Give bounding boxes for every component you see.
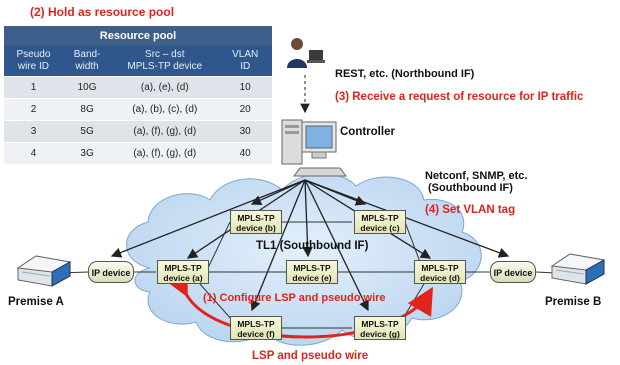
southbound-links <box>110 179 510 312</box>
receive-request-label: (3) Receive a request of resource for IP… <box>335 91 584 103</box>
mpls-device-a: MPLS-TP device (a) <box>152 255 209 284</box>
ip-device-right: IP device <box>490 261 536 283</box>
southbound-label-line1: Netconf, SNMP, etc. <box>425 170 528 182</box>
table-row: 4 3G (a), (f), (g), (d) 40 <box>4 142 272 164</box>
mpls-device-b: MPLS-TP device (b) <box>225 205 282 234</box>
hold-pool-label: (2) Hold as resource pool <box>30 5 175 19</box>
premise-b-icon <box>550 253 606 285</box>
mpls-device-f: MPLS-TP device (f) <box>225 311 282 340</box>
table-row: 2 8G (a), (b), (c), (d) 20 <box>4 98 272 121</box>
mpls-device-g: MPLS-TP device (g) <box>349 311 406 340</box>
lsp-arc <box>163 267 434 339</box>
controller-computer-icon <box>281 119 347 177</box>
col-header-bandwidth: Band- width <box>62 46 112 77</box>
col-header-pseudo-wire: Pseudo wire ID <box>4 46 63 77</box>
operator-user-icon <box>287 38 325 68</box>
southbound-label-line2: (Southbound IF) <box>428 182 513 194</box>
northbound-label: REST, etc. (Northbound IF) <box>335 68 475 80</box>
mpls-device-d: MPLS-TP device (d) <box>409 255 466 284</box>
mpls-device-c: MPLS-TP device (c) <box>349 205 406 234</box>
set-vlan-label: (4) Set VLAN tag <box>425 204 516 216</box>
configure-lsp-label: (1) Configure LSP and pseudo wire <box>203 292 386 304</box>
resource-pool-table: Resource pool Pseudo wire ID Band- width… <box>4 26 272 164</box>
ip-device-left: IP device <box>88 261 134 283</box>
col-header-src-dst: Src – dst MPLS-TP device <box>111 46 219 77</box>
premise-a-label: Premise A <box>8 296 64 308</box>
mpls-device-e: MPLS-TP device (e) <box>281 255 338 284</box>
col-header-vlan: VLAN ID <box>218 46 272 77</box>
tl1-label: TL1 (Southbound IF) <box>256 240 369 252</box>
premise-b-label: Premise B <box>545 296 602 308</box>
premise-a-icon <box>16 255 72 287</box>
table-row: 1 10G (a), (e), (d) 10 <box>4 76 272 99</box>
table-title: Resource pool <box>4 26 272 46</box>
controller-label: Controller <box>340 126 395 138</box>
table-row: 3 5G (a), (f), (g), (d) 30 <box>4 120 272 143</box>
lsp-pw-label: LSP and pseudo wire <box>252 350 369 362</box>
